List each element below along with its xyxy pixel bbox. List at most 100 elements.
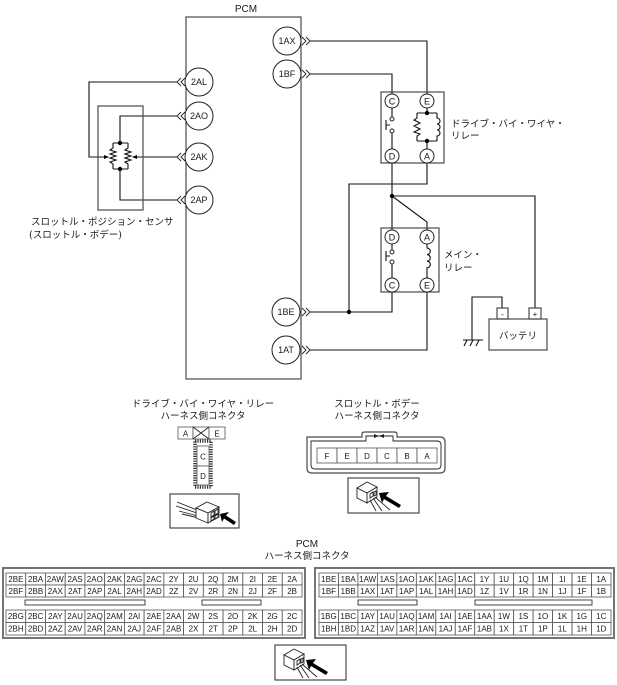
pin-label: 2AN <box>107 625 123 634</box>
pin-label: 2O <box>228 612 239 621</box>
connector-title: スロットル・ボデー <box>334 398 420 410</box>
pin-cell: 1D <box>591 622 612 636</box>
pin-cell: 2Z <box>163 584 185 598</box>
pin-label: 2A <box>287 575 297 584</box>
pcm-terminal-2AL: 2AL <box>176 67 214 97</box>
pin-cell: 1AE <box>454 609 476 623</box>
wire-main-relay-A <box>391 195 428 230</box>
pin-label: 1AZ <box>360 625 375 634</box>
pin-cell: 2AR <box>84 622 106 636</box>
pin-label: 2BG <box>8 612 24 621</box>
pin-cell: 1AV <box>376 622 398 636</box>
pin-cell: 1R <box>513 584 534 598</box>
terminal-label: 1AX <box>278 36 295 46</box>
pin-cell: 1BC <box>338 609 359 623</box>
pin-label: 1F <box>577 587 586 596</box>
pin-cell: 2AQ <box>84 609 106 623</box>
pin-cell: 1F <box>571 584 592 598</box>
pin-cell: 2BG <box>5 609 27 623</box>
pin-cell: 1K <box>552 609 573 623</box>
pin-cell: 2AF <box>143 622 165 636</box>
pin-cell: 2J <box>242 584 263 598</box>
pin-cell: 1B <box>591 584 612 598</box>
pin-label: 1AS <box>380 575 395 584</box>
relay-box <box>380 91 445 164</box>
pin-label: 1X <box>499 625 509 634</box>
pin-label: 1O <box>538 612 549 621</box>
pin-label: 1AO <box>399 575 415 584</box>
pin-label: 2M <box>227 575 238 584</box>
view-direction-arrow-icon <box>220 512 236 525</box>
connector-subtitle: ハーネス側コネクタ <box>334 410 419 422</box>
pin-label: 1H <box>577 625 587 634</box>
wire-battery-negative-ground <box>471 296 503 340</box>
pin-cell: 2AA <box>163 609 185 623</box>
pin-cell: 2AZ <box>45 622 66 636</box>
pin-cell: 2X <box>183 622 204 636</box>
pin-label: 2C <box>287 612 297 621</box>
pin-cell: 1AF <box>454 622 476 636</box>
hatched-housing <box>193 439 213 489</box>
pin-cell: 2Y <box>163 572 185 586</box>
terminal-circle <box>184 67 214 97</box>
terminal-label: 2AP <box>190 195 207 205</box>
pin-label: 1AJ <box>439 625 453 634</box>
pin-cell-border <box>591 622 612 636</box>
pin-cell: 1I <box>552 572 573 586</box>
pin-label: 1BH <box>321 625 337 634</box>
pin-label: 2J <box>248 587 256 596</box>
pin-label: B <box>404 452 409 461</box>
pcm-terminal-1AT: 1AT <box>271 335 311 365</box>
icon-frame <box>274 644 347 681</box>
pin-label: 1S <box>519 612 529 621</box>
pin-label: 1AX <box>360 587 376 596</box>
wire-2AO <box>119 115 177 143</box>
pin-label: 1D <box>596 625 606 634</box>
pin-cell: 1AZ <box>357 622 378 636</box>
pin-cell: 2AV <box>64 622 86 636</box>
pin-cell-E <box>208 426 226 440</box>
pin-label: 2I <box>249 575 256 584</box>
connector-title: PCM <box>296 539 318 550</box>
pin-cell: 1AS <box>376 572 398 586</box>
connector-housing-inner <box>310 435 442 470</box>
pin-label: 2K <box>248 612 258 621</box>
terminal-label: C <box>389 280 396 290</box>
pin-label: 2S <box>208 612 218 621</box>
pin-cell: 2AO <box>84 572 106 586</box>
pin-label: 2X <box>189 625 199 634</box>
wire-1BF-dbw-relay-C <box>310 73 393 94</box>
pin-label: 2AE <box>146 612 161 621</box>
sensor-sublabel: (スロットル・ボデー) <box>29 229 122 241</box>
pin-cell: 1AQ <box>396 609 417 623</box>
pin-label: 1C <box>596 612 606 621</box>
pin-cell: 2AU <box>64 609 86 623</box>
pin-label: 2AC <box>146 575 162 584</box>
pin-label: 1AH <box>438 587 454 596</box>
empty-cavity-cross-icon <box>192 426 210 440</box>
pin-cell: 1Q <box>513 572 534 586</box>
relay-box <box>380 227 440 293</box>
pin-cell: 1O <box>532 609 554 623</box>
pin-label: 2H <box>267 625 277 634</box>
pin-cell: 1G <box>571 609 592 623</box>
pin-cell: 2AP <box>84 584 106 598</box>
pin-cell-border <box>281 584 303 598</box>
icon-frame <box>347 477 420 514</box>
pin-cell: 1W <box>493 609 515 623</box>
pin-label: 1N <box>538 587 548 596</box>
pin-label: 2Z <box>169 587 178 596</box>
junction-dot <box>346 309 352 315</box>
pin-label: C <box>200 453 206 462</box>
pin-label: 2AW <box>47 575 64 584</box>
pin-label: 2AL <box>107 587 122 596</box>
pin-cell: E <box>336 447 358 464</box>
pin-cell: 2V <box>183 584 204 598</box>
pin-cell: 1BE <box>318 572 339 586</box>
pin-label: 2AK <box>107 575 123 584</box>
pin-cell: 1AN <box>415 622 437 636</box>
pcm-terminal-2AK: 2AK <box>176 142 214 172</box>
pin-cell: 2E <box>262 572 283 586</box>
wire-battery-positive <box>392 195 536 308</box>
